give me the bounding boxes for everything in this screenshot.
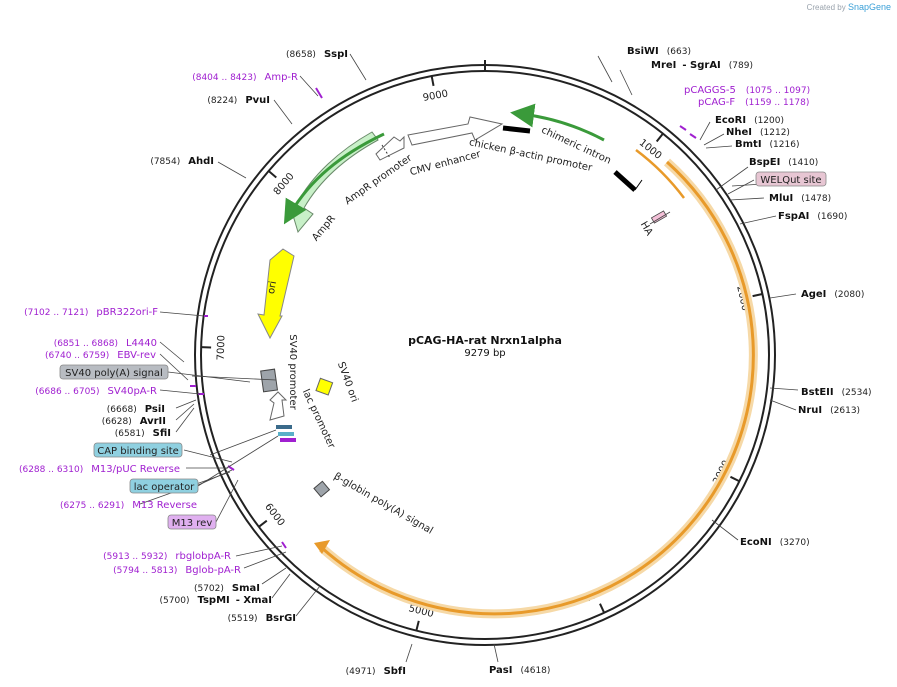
label-ori: ori: [266, 280, 279, 295]
tick-mark: [430, 75, 435, 87]
tick-label: 1000: [637, 137, 664, 162]
svg-text:lac operator: lac operator: [134, 482, 195, 493]
primer-m13reverse: (6275 .. 6291)M13 Reverse: [60, 500, 197, 511]
site-sspi: (8658)SspI: [286, 49, 348, 60]
site-mlui: MluI(1478): [769, 193, 831, 204]
plasmid-length: 9279 bp: [464, 348, 505, 359]
tick-label: 6000: [262, 502, 286, 529]
sv40-ori-box: [315, 377, 334, 396]
lac-operator-marks: [276, 425, 296, 442]
site-sfii: (6581)SfiI: [115, 428, 171, 439]
feature-box-m13rev: M13 rev: [167, 514, 217, 530]
label-bglobin-polya: β-globin poly(A) signal: [332, 471, 435, 537]
label-cmv-enhancer: CMV enhancer: [409, 149, 483, 179]
tick-mark: [599, 603, 606, 614]
tick-mark: [268, 170, 277, 179]
primer-m13puc: (6288 .. 6310)M13/pUC Reverse: [19, 464, 180, 475]
tick-mark: [729, 475, 740, 483]
label-sv40-ori: SV40 ori: [335, 360, 360, 403]
primer-pcagf: pCAG-F(1159 .. 1178): [698, 97, 809, 108]
cba-end-tick: [634, 179, 643, 191]
site-agei: AgeI(2080): [801, 289, 864, 300]
site-bmti: BmtI(1216): [735, 139, 799, 150]
ampr-green-arrow: [283, 132, 385, 225]
tick-label: 7000: [216, 335, 228, 361]
insert-arc: [319, 158, 758, 619]
cmv-enhancer-arrow: [407, 116, 504, 146]
primer-bglobpar: (5794 .. 5813)Bglob-pA-R: [113, 565, 241, 576]
ampr-promoter-arrow: [375, 135, 405, 161]
kozak-arc: [635, 149, 685, 199]
site-avrii: (6628)AvrII: [102, 416, 166, 427]
feature-box-sv40polya: SV40 poly(A) signal: [59, 364, 169, 380]
primer-sv40par: (6686 .. 6705)SV40pA-R: [35, 386, 157, 397]
tick-mark: [752, 293, 763, 298]
label-ampr: AmpR: [310, 213, 338, 243]
chimeric-intron-arrow: [510, 103, 605, 142]
plasmid-title: pCAG-HA-rat Nrxn1alpha: [408, 334, 562, 347]
site-sbfi: (4971)SbfI: [346, 666, 406, 677]
snapgene-credit: Created by SnapGene: [807, 2, 891, 12]
labels: pCAG-HA-rat Nrxn1alpha 9279 bp BsiWI(663…: [19, 46, 872, 677]
tick-mark: [415, 620, 420, 631]
svg-text:CAP binding site: CAP binding site: [97, 446, 179, 457]
tick-label: 9000: [422, 88, 449, 104]
svg-text:WELQut site: WELQut site: [760, 175, 821, 186]
insert-arrow-head: [314, 540, 330, 554]
svg-text:M13 rev: M13 rev: [172, 518, 213, 529]
svg-text:SV40 poly(A) signal: SV40 poly(A) signal: [65, 368, 163, 379]
site-bsiwi: BsiWI(663): [627, 46, 691, 57]
sv40-promoter-arrow: [269, 391, 288, 421]
site-smai: (5702)SmaI: [194, 583, 260, 594]
feature-box-cap: CAP binding site: [93, 442, 183, 458]
site-bsteii: BstEII(2534): [801, 387, 872, 398]
site-bspei: BspEI(1410): [749, 157, 818, 168]
site-psii: (6668)PsiI: [107, 404, 165, 415]
insert-arc-core: [321, 160, 755, 616]
primer-rbglobpar: (5913 .. 5932)rbglobpA-R: [103, 551, 231, 562]
tick-label: 8000: [272, 171, 297, 198]
sv40-polyA-box: [260, 368, 279, 393]
credit-prefix: Created by: [806, 3, 846, 12]
primer-ampr: (8404 .. 8423)Amp-R: [192, 72, 298, 83]
cba-promoter-bar-2: [613, 170, 637, 192]
primer-pbr322orif: (7102 .. 7121)pBR322ori-F: [24, 307, 158, 318]
primer-l4440: (6851 .. 6868)L4440: [54, 338, 157, 349]
site-tspmi: (5700)TspMI- XmaI: [160, 595, 272, 606]
primer-ebvrev: (6740 .. 6759)EBV-rev: [45, 350, 156, 361]
site-pasi: PasI(4618): [489, 665, 550, 676]
ha-tag: [649, 210, 671, 225]
tick-mark: [258, 519, 268, 528]
bglobin-polyA-box: [313, 480, 331, 498]
feature-box-welqut: WELQut site: [755, 171, 827, 187]
site-pvui: (8224)PvuI: [207, 95, 270, 106]
feature-box-lacop: lac operator: [129, 478, 199, 494]
site-nhei: NheI(1212): [726, 127, 790, 138]
site-bsrgi: (5519)BsrGI: [228, 613, 296, 624]
label-sv40-promoter: SV40 promoter: [287, 334, 298, 410]
site-fspai: FspAI(1690): [778, 211, 847, 222]
tick-mark: [655, 133, 664, 143]
snapgene-logo: SnapGene: [847, 2, 891, 12]
ori-arrow: [257, 248, 295, 340]
ampr-dashed: [381, 144, 391, 159]
site-econi: EcoNI(3270): [740, 537, 810, 548]
site-nrui: NruI(2613): [798, 405, 860, 416]
site-mrei: MreI- SgrAI(789): [651, 60, 753, 71]
site-ahdi: (7854)AhdI: [150, 156, 214, 167]
primer-pcaggs5: pCAGGS-5(1075 .. 1097): [684, 85, 810, 96]
site-ecori: EcoRI(1200): [715, 115, 784, 126]
cba-promoter-bar: [502, 125, 531, 134]
label-ampr-promoter: AmpR promoter: [343, 152, 415, 207]
label-lac-promoter: lac promoter: [300, 388, 337, 451]
